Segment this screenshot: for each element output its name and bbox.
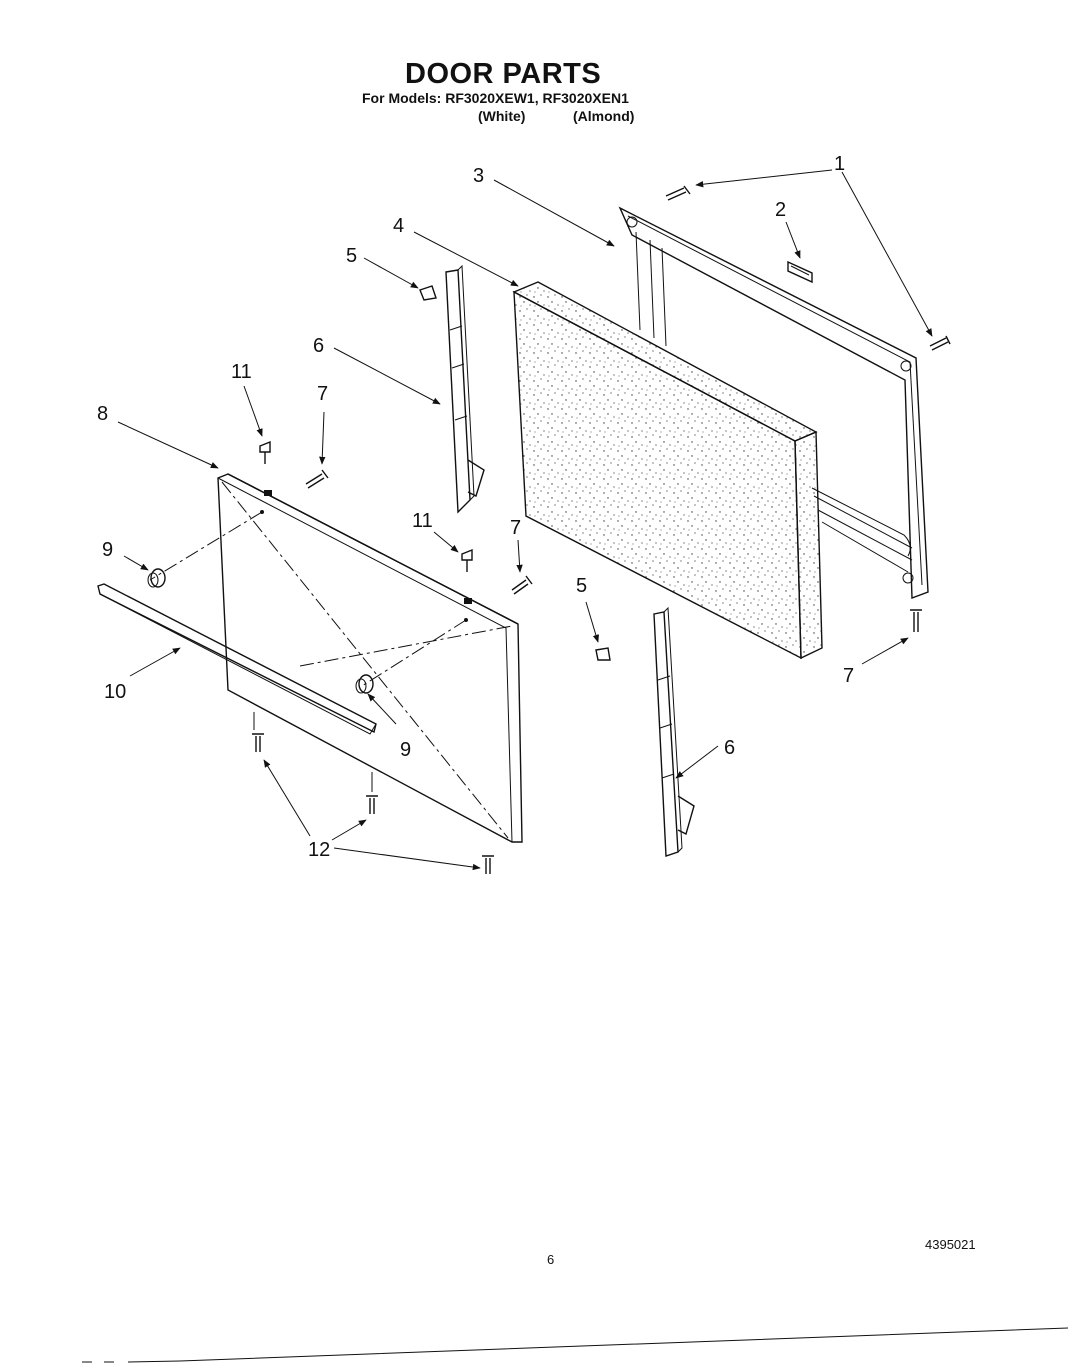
bottom-rule — [82, 1327, 1069, 1363]
leader-lines — [117, 169, 933, 871]
callout-7-right: 7 — [843, 665, 854, 687]
callout-6-lower: 6 — [724, 737, 735, 759]
callout-7-upper: 7 — [317, 383, 328, 405]
callout-11-upper: 11 — [231, 361, 252, 383]
callout-9-lower: 9 — [400, 739, 411, 761]
spacer-upper — [147, 568, 166, 588]
callout-4: 4 — [393, 215, 404, 237]
callout-7-middle: 7 — [510, 517, 521, 539]
screw-12-c — [482, 855, 494, 874]
callout-12: 12 — [308, 839, 330, 861]
screw-11-middle — [461, 548, 473, 572]
models-line: For Models: RF3020XEW1, RF3020XEN1 — [362, 90, 629, 106]
screw-7-right — [910, 609, 922, 632]
page-number: 6 — [547, 1252, 555, 1267]
door-handle-trim — [97, 583, 377, 735]
screw-1-top — [665, 185, 691, 201]
screw-7-upper — [305, 469, 329, 489]
callout-10: 10 — [104, 681, 126, 703]
vent-clip — [787, 260, 813, 284]
spacer-lower — [355, 674, 374, 694]
inner-door-liner — [618, 206, 929, 599]
screw-12-b — [366, 795, 378, 814]
variant-white-label: (White) — [478, 108, 526, 124]
callout-2: 2 — [775, 199, 786, 221]
screw-7-middle — [511, 575, 533, 595]
screw-11-upper — [259, 440, 271, 464]
hinge-channel-lower — [653, 606, 695, 857]
callout-8: 8 — [97, 403, 108, 425]
callout-1: 1 — [834, 153, 845, 175]
hinge-clip-lower — [595, 647, 611, 661]
callout-5-lower: 5 — [576, 575, 587, 597]
hinge-clip-upper — [419, 285, 437, 301]
callout-5-upper: 5 — [346, 245, 357, 267]
page-title: DOOR PARTS — [405, 58, 602, 90]
diagram-number: 4395021 — [925, 1237, 976, 1252]
insulation-block — [512, 281, 823, 660]
callout-6-upper: 6 — [313, 335, 324, 357]
hinge-channel-upper — [445, 264, 485, 514]
callout-11-middle: 11 — [412, 510, 433, 532]
outer-door-panel — [149, 473, 523, 843]
screw-1-right — [929, 335, 951, 351]
callout-9-upper: 9 — [102, 539, 113, 561]
screw-12-a — [252, 733, 264, 752]
variant-almond-label: (Almond) — [573, 108, 635, 124]
callout-3: 3 — [473, 165, 484, 187]
